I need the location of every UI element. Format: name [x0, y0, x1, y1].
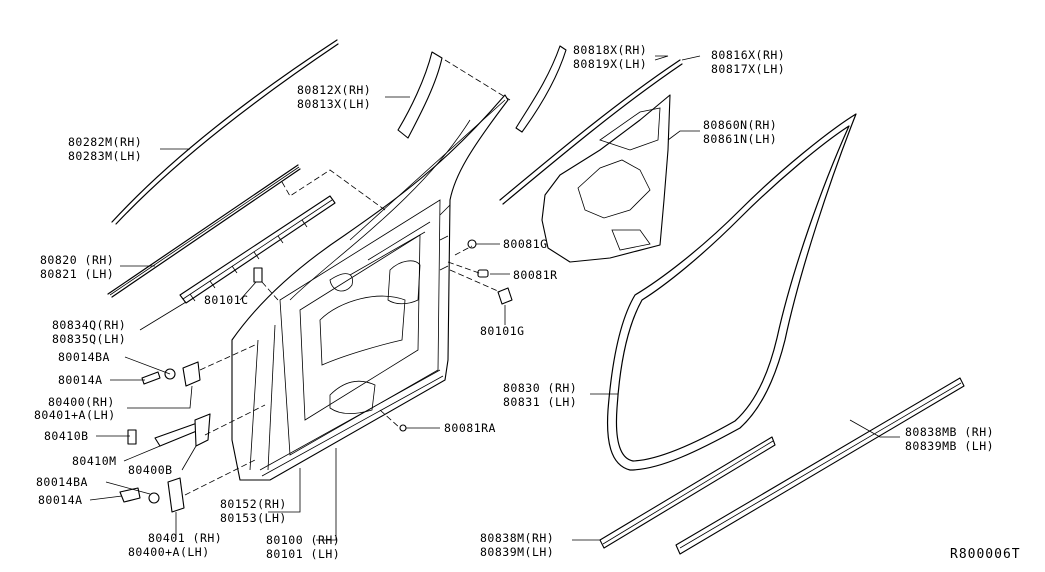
- callout-80400: 80400(RH) 80401+A(LH): [34, 395, 116, 422]
- clip-80081r: [477, 269, 489, 278]
- clip-80101c: [253, 267, 263, 283]
- lower-hinge: [119, 477, 185, 513]
- sill-moulding-upper: [675, 377, 965, 555]
- callout-80014ba-lower: 80014BA: [36, 475, 88, 489]
- callout-80152: 80152(RH) 80153(LH): [220, 497, 287, 525]
- callout-80830: 80830 (RH) 80831 (LH): [503, 381, 577, 409]
- callout-line: 80283M(LH): [68, 149, 142, 163]
- callout-line: 80282M(RH): [68, 135, 142, 149]
- callout-line: 80839MB (LH): [905, 439, 994, 453]
- callout-line: 80400+A(LH): [128, 545, 210, 559]
- callout-line: 80861N(LH): [703, 132, 777, 146]
- callout-80860n: 80860N(RH) 80861N(LH): [703, 118, 777, 146]
- callout-line: 80818X(RH): [573, 43, 647, 57]
- leader-lines: [89, 55, 900, 541]
- door-panel: [231, 94, 509, 481]
- callout-80282m: 80282M(RH) 80283M(LH): [68, 135, 142, 163]
- callout-80014ba-upper: 80014BA: [58, 350, 110, 364]
- clip-80101g: [497, 287, 513, 305]
- door-weatherstrip: [606, 113, 857, 471]
- callout-line: 80081G: [503, 237, 548, 251]
- callout-line: 80831 (LH): [503, 395, 577, 409]
- callout-80101c: 80101C: [204, 293, 249, 307]
- callout-80816x: 80816X(RH) 80817X(LH): [711, 48, 785, 76]
- callout-line: 80152(RH): [220, 497, 287, 511]
- callout-80410b: 80410B: [44, 429, 89, 443]
- diagram-reference-code: R800006T: [950, 547, 1021, 562]
- callout-line: 80816X(RH): [711, 48, 785, 62]
- callout-80081r: 80081R: [513, 268, 558, 282]
- callout-80838m: 80838M(RH) 80839M(LH): [480, 531, 554, 559]
- callout-line: 80014A: [38, 493, 83, 507]
- callout-80014a-upper: 80014A: [58, 373, 103, 387]
- callout-line: 80100 (RH): [266, 533, 340, 547]
- callout-80081ra: 80081RA: [444, 421, 496, 435]
- outer-weatherstrip: [107, 164, 301, 298]
- callout-line: 80400B: [128, 463, 173, 477]
- sealing-screen: [541, 94, 671, 263]
- callout-line: 80839M(LH): [480, 545, 554, 559]
- callout-80410m: 80410M: [72, 454, 117, 468]
- callout-80081g: 80081G: [503, 237, 548, 251]
- callout-line: 80860N(RH): [703, 118, 777, 132]
- plug-80081ra: [399, 424, 407, 432]
- callout-line: 80101 (LH): [266, 547, 340, 561]
- callout-80820: 80820 (RH) 80821 (LH): [40, 253, 114, 281]
- callout-line: 80820 (RH): [40, 253, 114, 267]
- callout-line: 80821 (LH): [40, 267, 114, 281]
- callout-line: 80101G: [480, 324, 525, 338]
- callout-80101g: 80101G: [480, 324, 525, 338]
- callout-line: 80014BA: [58, 350, 110, 364]
- callout-80812x: 80812X(RH) 80813X(LH): [297, 83, 371, 111]
- callout-80400b: 80400B: [128, 463, 173, 477]
- callout-80401: 80401 (RH) 80400+A(LH): [128, 531, 222, 559]
- callout-line: 80410M: [72, 454, 117, 468]
- callout-line: 80410B: [44, 429, 89, 443]
- callout-line: 80014A: [58, 373, 103, 387]
- callout-line: 80081RA: [444, 421, 496, 435]
- upper-hinge: [141, 361, 201, 387]
- sash-moulding: [499, 59, 683, 205]
- callout-line: 80819X(LH): [573, 57, 647, 71]
- callout-80100: 80100 (RH) 80101 (LH): [266, 533, 340, 561]
- corner-garnish: [515, 45, 567, 133]
- callout-line: 80101C: [204, 293, 249, 307]
- inner-weatherstrip: [179, 195, 336, 304]
- callout-80014a-lower: 80014A: [38, 493, 83, 507]
- callout-80834q: 80834Q(RH) 80835Q(LH): [52, 318, 126, 346]
- callout-line: 80400(RH): [48, 395, 115, 409]
- callout-line: 80830 (RH): [503, 381, 577, 395]
- sash-garnish: [397, 51, 443, 139]
- assembly-lines: [184, 59, 511, 496]
- callout-80838mb: 80838MB (RH) 80839MB (LH): [905, 425, 994, 453]
- callout-line: 80014BA: [36, 475, 88, 489]
- callout-line: 80401+A(LH): [34, 408, 116, 422]
- callout-line: 80835Q(LH): [52, 332, 126, 346]
- callout-line: 80834Q(RH): [52, 318, 126, 332]
- callout-line: 80812X(RH): [297, 83, 371, 97]
- upper-door-moulding: [111, 39, 339, 225]
- callout-line: 80838M(RH): [480, 531, 554, 545]
- callout-line: 80817X(LH): [711, 62, 785, 76]
- callout-line: 80081R: [513, 268, 558, 282]
- callout-line: 80813X(LH): [297, 97, 371, 111]
- clip-80081g: [467, 239, 477, 249]
- callout-line: 80153(LH): [220, 511, 287, 525]
- door-check-link: [127, 413, 211, 447]
- callout-80818x: 80818X(RH) 80819X(LH): [573, 43, 647, 71]
- callout-line: 80838MB (RH): [905, 425, 994, 439]
- sill-moulding-lower: [599, 436, 776, 549]
- callout-line: 80401 (RH): [148, 531, 222, 545]
